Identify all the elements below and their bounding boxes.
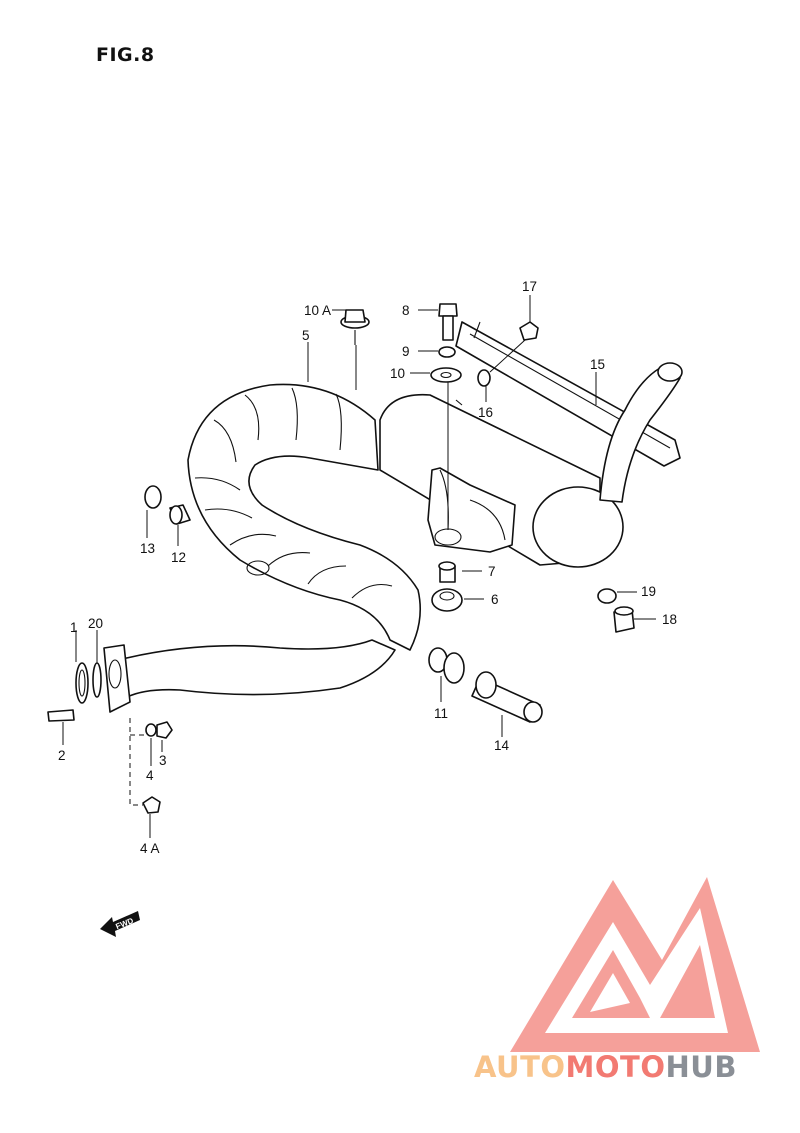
muffler [370, 362, 683, 568]
label-part-8: 8 [402, 303, 410, 318]
label-part-12: 12 [171, 550, 186, 565]
expansion-chamber [187, 383, 421, 651]
label-part-19: 19 [641, 584, 656, 599]
front-exhaust-pipe [103, 639, 396, 713]
label-part-10: 10 [390, 366, 405, 381]
part-labels: 1 20 2 3 4 4 A 5 6 7 8 9 10 10 A 11 12 1… [58, 279, 677, 856]
label-part-6: 6 [491, 592, 499, 607]
label-part-3: 3 [159, 753, 167, 768]
drain-plug [613, 606, 635, 633]
plain-washer [430, 367, 462, 383]
fwd-arrow-icon: FWD [100, 911, 140, 937]
label-part-9: 9 [402, 344, 410, 359]
brand-word-auto: AUTO [474, 1050, 566, 1084]
fwd-label: FWD [114, 916, 134, 931]
gasket-19 [597, 588, 617, 604]
brand-watermark: AUTOMOTOHUB [474, 1050, 794, 1086]
brand-word-moto: MOTO [565, 1050, 666, 1084]
label-part-4: 4 [146, 768, 154, 783]
gasket-thin [92, 662, 102, 698]
label-part-13: 13 [140, 541, 155, 556]
label-part-10a: 10 A [304, 303, 331, 318]
spring-washer [438, 346, 456, 358]
label-part-5: 5 [302, 328, 310, 343]
label-part-20: 20 [88, 616, 103, 631]
bolt-10a [340, 309, 370, 345]
rubber-mount [428, 647, 465, 684]
brand-logo-icon [510, 877, 760, 1052]
label-part-14: 14 [494, 738, 510, 753]
nut-17 [519, 321, 539, 341]
label-part-15: 15 [590, 357, 605, 372]
label-part-4a: 4 A [140, 841, 160, 856]
flange-nut [142, 796, 161, 814]
brand-word-hub: HUB [665, 1050, 737, 1084]
nut [156, 721, 173, 739]
rubber-washer [144, 485, 162, 509]
pipe-sleeve [471, 671, 543, 723]
label-part-2: 2 [58, 748, 66, 763]
figure-title: FIG.8 [96, 44, 155, 66]
bolt-8 [438, 303, 458, 341]
washer [145, 723, 157, 737]
leader-lines [62, 295, 656, 838]
gasket-ring [75, 662, 89, 704]
label-part-16: 16 [478, 405, 493, 420]
label-part-1: 1 [70, 620, 78, 635]
label-part-11: 11 [434, 706, 448, 721]
label-part-17: 17 [522, 279, 537, 294]
stud-bolt [47, 709, 75, 722]
label-part-7: 7 [488, 564, 496, 579]
label-part-18: 18 [662, 612, 677, 627]
washer-16 [477, 369, 491, 387]
